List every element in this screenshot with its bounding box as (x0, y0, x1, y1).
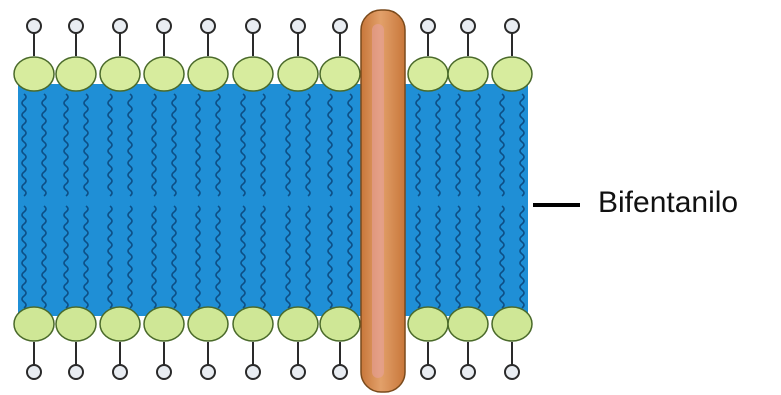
stalk-ball-top-6 (291, 19, 305, 33)
stalk-ball-bottom-0 (27, 365, 41, 379)
stalk-ball-top-9 (461, 19, 475, 33)
stalk-ball-top-1 (69, 19, 83, 33)
stalk-ball-bottom-6 (291, 365, 305, 379)
stalk-ball-bottom-10 (505, 365, 519, 379)
bifentanilo-label: Bifentanilo (598, 186, 738, 220)
head-bottom-9 (448, 307, 488, 341)
head-bottom-8 (408, 307, 448, 341)
stalk-ball-top-7 (333, 19, 347, 33)
stalk-ball-bottom-7 (333, 365, 347, 379)
head-top-2 (100, 57, 140, 91)
hydrophobic-core (18, 84, 528, 316)
stalk-ball-top-0 (27, 19, 41, 33)
head-top-8 (408, 57, 448, 91)
head-top-7 (320, 57, 360, 91)
stalk-ball-bottom-1 (69, 365, 83, 379)
stalk-ball-bottom-5 (246, 365, 260, 379)
protein-highlight (372, 24, 384, 378)
head-top-10 (492, 57, 532, 91)
transmembrane-protein (361, 10, 405, 392)
head-top-0 (14, 57, 54, 91)
stalk-ball-bottom-4 (201, 365, 215, 379)
head-top-5 (233, 57, 273, 91)
stalk-ball-bottom-3 (157, 365, 171, 379)
stalk-ball-bottom-2 (113, 365, 127, 379)
head-top-6 (278, 57, 318, 91)
stalk-ball-bottom-8 (421, 365, 435, 379)
head-bottom-7 (320, 307, 360, 341)
core-block-left (18, 84, 363, 316)
head-bottom-3 (144, 307, 184, 341)
head-bottom-0 (14, 307, 54, 341)
head-bottom-4 (188, 307, 228, 341)
head-top-9 (448, 57, 488, 91)
stalk-ball-bottom-9 (461, 365, 475, 379)
stalk-ball-top-10 (505, 19, 519, 33)
stalk-ball-top-3 (157, 19, 171, 33)
head-bottom-1 (56, 307, 96, 341)
stalk-ball-top-4 (201, 19, 215, 33)
head-bottom-10 (492, 307, 532, 341)
head-bottom-6 (278, 307, 318, 341)
stalk-ball-top-8 (421, 19, 435, 33)
head-top-3 (144, 57, 184, 91)
head-top-4 (188, 57, 228, 91)
head-bottom-2 (100, 307, 140, 341)
stalk-ball-top-5 (246, 19, 260, 33)
head-top-1 (56, 57, 96, 91)
head-bottom-5 (233, 307, 273, 341)
core-block-right (404, 84, 528, 316)
stalk-ball-top-2 (113, 19, 127, 33)
